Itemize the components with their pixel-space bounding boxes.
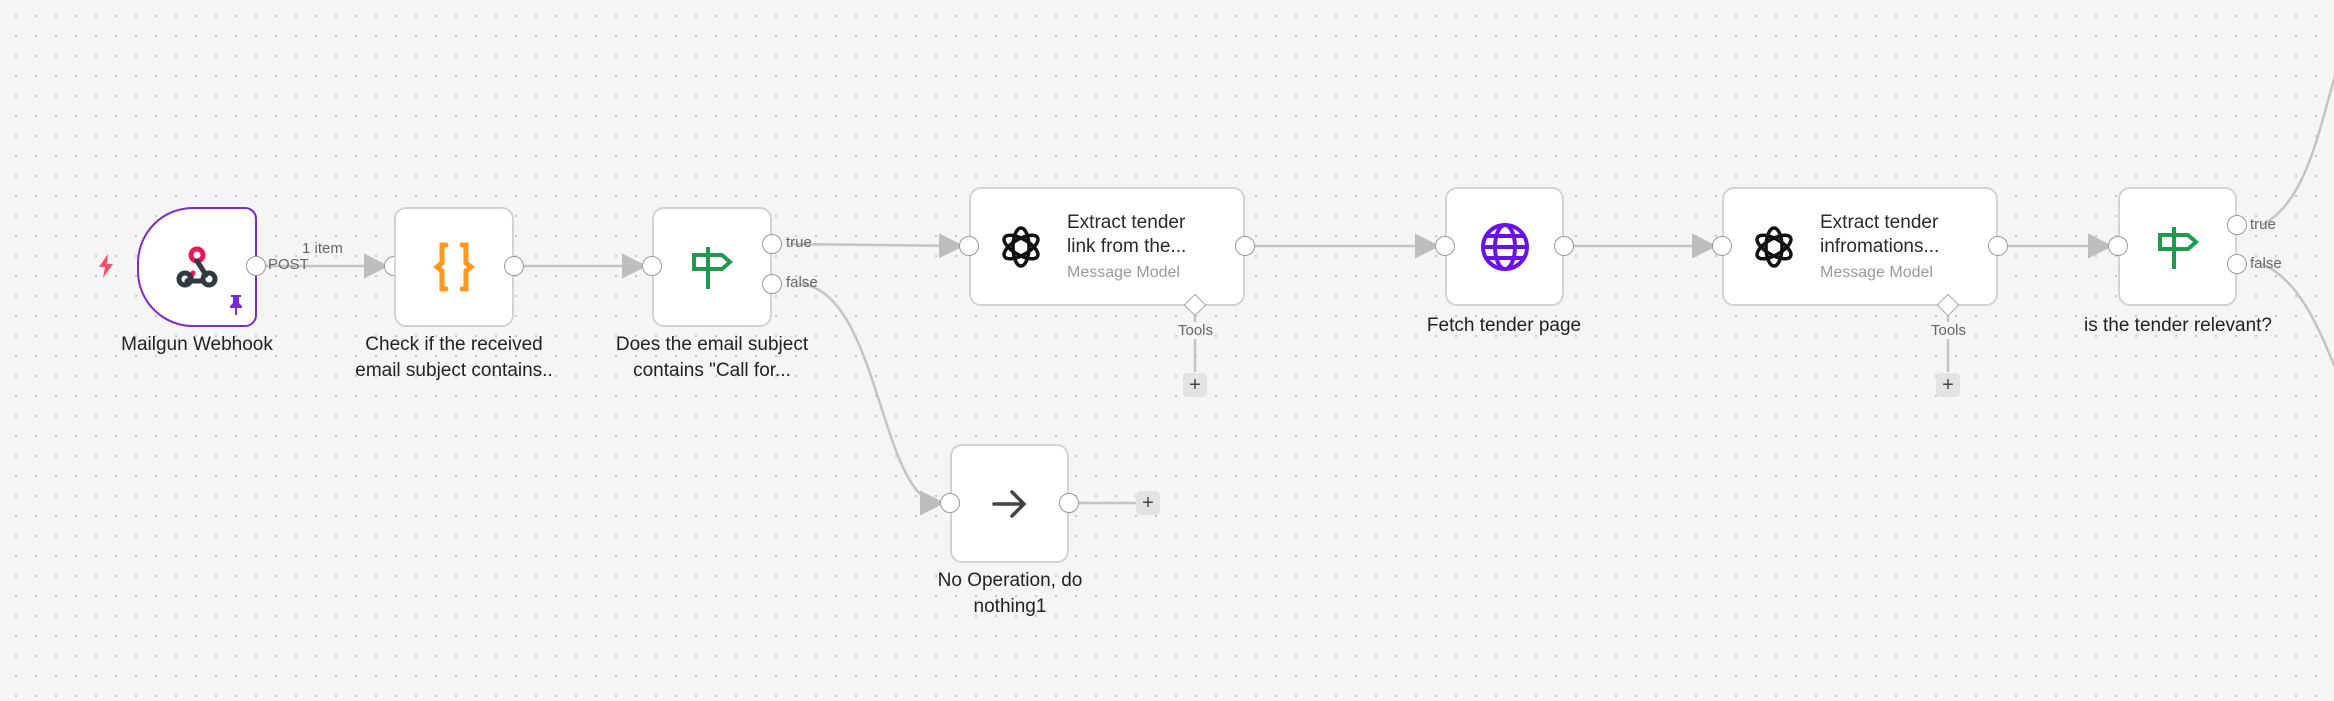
extract-info-title-1: Extract tender [1820,212,1939,233]
edge-if-true-extract [789,233,964,259]
check-output-handle[interactable] [504,256,524,276]
mailgun-webhook-label: Mailgun Webhook [121,334,273,355]
edge-if-false-noop [799,282,945,516]
noop-output-handle[interactable] [1059,493,1079,513]
mailgun-output-handle[interactable] [246,256,266,276]
braces-icon [432,242,476,292]
extract-info-title-2: infromations... [1820,236,1940,257]
arrow-right-icon [991,489,1026,518]
true-output-label: true [786,234,812,251]
extract-link-input-handle[interactable] [959,236,979,256]
openai-icon [1755,225,1793,268]
fetch-tender-page-node[interactable] [1445,187,1564,306]
pin-icon [230,295,242,315]
if-subject-node[interactable] [652,207,772,327]
if-relevant-input-handle[interactable] [2108,236,2128,256]
signpost-icon [2157,226,2199,269]
edge-if2-false [2261,262,2334,369]
extract-info-subtitle: Message Model [1820,264,1933,281]
fetch-output-handle[interactable] [1554,236,1574,256]
add-tool-button[interactable]: + [1183,373,1207,397]
extract-link-title-1: Extract tender [1067,212,1186,233]
if-subject-true-handle[interactable] [762,234,782,254]
false-output-label: false [2250,255,2282,272]
true-output-label: true [2250,216,2276,233]
if-relevant-true-handle[interactable] [2227,215,2247,235]
openai-icon [1002,225,1040,268]
if-subject-input-handle[interactable] [642,256,662,276]
tools-label: Tools [1931,322,1967,339]
fetch-tender-page-label: Fetch tender page [1426,315,1582,336]
add-tool-button[interactable]: + [1936,373,1960,397]
extract-link-title-2: link from the... [1067,236,1187,257]
noop-input-handle[interactable] [940,493,960,513]
edge-if2-true [2261,75,2334,227]
noop-node[interactable] [950,444,1069,563]
extract-link-output-handle[interactable] [1235,236,1255,256]
if-relevant-label: is the tender relevant? [2083,315,2273,336]
tools-label: Tools [1178,322,1214,339]
post-output-label: POST [268,256,309,273]
webhook-icon [176,246,218,288]
false-output-label: false [786,274,818,291]
if-subject-false-handle[interactable] [762,274,782,294]
mailgun-webhook-node[interactable] [137,207,257,327]
extract-info-node[interactable]: Extract tender infromations... Message Mod… [1722,187,1998,306]
signpost-icon [692,247,734,289]
if-relevant-false-handle[interactable] [2227,254,2247,274]
fetch-input-handle[interactable] [1435,236,1455,256]
extract-info-output-handle[interactable] [1988,236,2008,256]
trigger-bolt-icon [99,254,113,278]
if-relevant-node[interactable] [2118,187,2237,306]
globe-icon [1480,222,1529,271]
check-subject-node[interactable] [394,207,514,327]
extract-link-node[interactable]: Extract tender link from the... Message Mo… [969,187,1245,306]
extract-link-subtitle: Message Model [1067,264,1180,281]
item-count-label: 1 item [302,240,343,257]
add-node-button[interactable]: + [1136,491,1160,515]
extract-info-input-handle[interactable] [1712,236,1732,256]
